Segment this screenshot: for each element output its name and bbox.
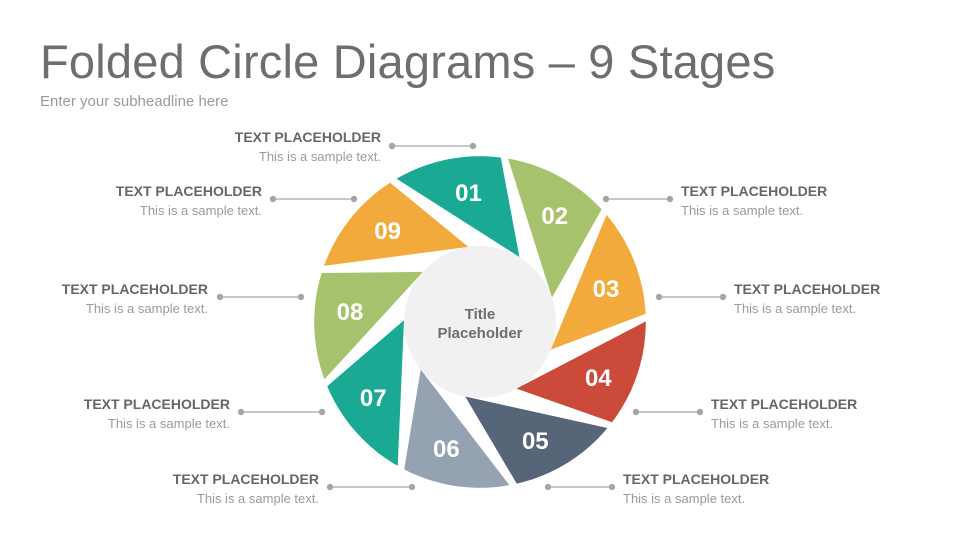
stage-number-08: 08	[337, 299, 364, 326]
stage-description: This is a sample text.	[107, 416, 230, 431]
stage-label-08: TEXT PLACEHOLDER This is a sample text.	[22, 182, 262, 220]
stage-description: This is a sample text.	[196, 491, 319, 506]
stage-heading: TEXT PLACEHOLDER	[711, 396, 858, 412]
stage-heading: TEXT PLACEHOLDER	[734, 281, 881, 297]
stage-number-02: 02	[541, 203, 568, 230]
stage-heading: TEXT PLACEHOLDER	[115, 183, 262, 199]
stage-segment-02	[508, 158, 602, 298]
stage-heading: TEXT PLACEHOLDER	[234, 129, 381, 145]
stage-description: This is a sample text.	[139, 203, 262, 218]
connector-01	[602, 195, 674, 203]
stage-label-01: TEXT PLACEHOLDER This is a sample text.	[681, 182, 921, 220]
stage-label-07: TEXT PLACEHOLDER This is a sample text.	[0, 280, 208, 318]
connector-06	[237, 408, 326, 416]
stage-description: This is a sample text.	[734, 301, 857, 316]
stage-segment-04	[516, 321, 646, 423]
diagram-connectors	[216, 142, 727, 491]
stage-segment-08	[314, 271, 423, 380]
stage-description: This is a sample text.	[623, 491, 746, 506]
stage-number-01: 01	[455, 180, 482, 207]
stage-heading: TEXT PLACEHOLDER	[681, 183, 828, 199]
stage-description: This is a sample text.	[258, 149, 381, 164]
stage-number-05: 05	[522, 428, 549, 455]
stage-number-06: 06	[433, 436, 460, 463]
stage-number-03: 03	[593, 276, 620, 303]
connector-04	[544, 483, 616, 491]
stage-heading: TEXT PLACEHOLDER	[83, 396, 230, 412]
center-circle	[404, 246, 556, 398]
connector-03	[632, 408, 704, 416]
page-subtitle: Enter your subheadline here	[40, 93, 229, 110]
stage-label-06: TEXT PLACEHOLDER This is a sample text.	[0, 395, 230, 433]
stage-segment-03	[550, 215, 646, 350]
stage-segment-06	[404, 369, 510, 488]
connector-07	[216, 293, 305, 301]
stage-segment-09	[324, 182, 469, 266]
page-title: Folded Circle Diagrams – 9 Stages	[40, 35, 776, 88]
stage-number-04: 04	[585, 365, 612, 392]
center-title-line2: Placeholder	[437, 325, 522, 342]
stage-label-03: TEXT PLACEHOLDER This is a sample text.	[711, 395, 951, 433]
stage-heading: TEXT PLACEHOLDER	[172, 471, 319, 487]
stage-heading: TEXT PLACEHOLDER	[623, 471, 770, 487]
stage-segment-01	[396, 156, 520, 257]
connector-08	[269, 195, 358, 203]
stage-description: This is a sample text.	[711, 416, 834, 431]
stage-description: This is a sample text.	[85, 301, 208, 316]
stage-number-07: 07	[360, 385, 387, 412]
stage-label-09: TEXT PLACEHOLDER This is a sample text.	[141, 128, 381, 166]
stage-label-04: TEXT PLACEHOLDER This is a sample text.	[623, 470, 863, 508]
stage-label-02: TEXT PLACEHOLDER This is a sample text.	[734, 280, 960, 318]
center-title-line1: Title	[465, 306, 496, 323]
stage-heading: TEXT PLACEHOLDER	[61, 281, 208, 297]
stage-segment-05	[465, 396, 608, 484]
stage-description: This is a sample text.	[681, 203, 804, 218]
stage-number-09: 09	[374, 218, 401, 245]
connector-02	[655, 293, 727, 301]
stage-segment-07	[327, 320, 404, 466]
diagram-segments: 01 02 03 04 05 06 07 08 09	[314, 156, 646, 488]
stage-label-05: TEXT PLACEHOLDER This is a sample text.	[79, 470, 319, 508]
connector-05	[326, 483, 416, 491]
connector-09	[388, 142, 477, 150]
